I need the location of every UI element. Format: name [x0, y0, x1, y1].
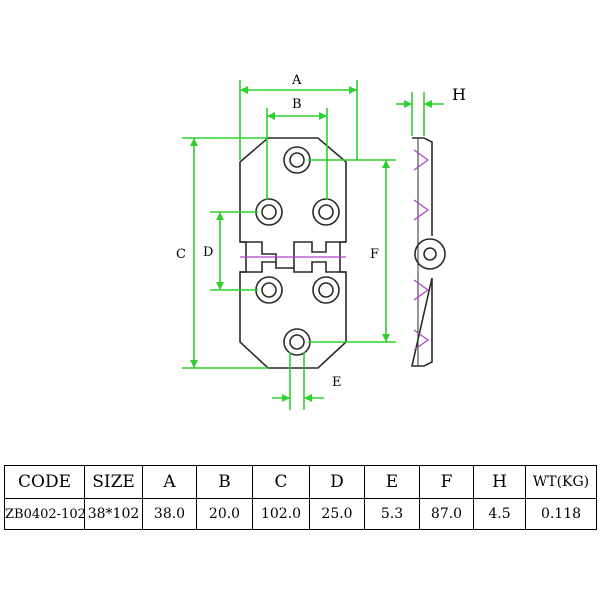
screw-hole-upper-right: [312, 198, 340, 226]
dimension-c: [182, 137, 268, 369]
header-weight: WT(KG): [525, 465, 597, 499]
hinge-knuckle-band: [240, 241, 346, 273]
cell-e: 5.3: [364, 498, 420, 530]
screw-hole-bottom: [283, 328, 311, 356]
dimension-label-a: A: [291, 73, 302, 88]
table-row: ZB0402-102 38*102 38.0 20.0 102.0 25.0 5…: [4, 498, 597, 530]
dimension-label-c: C: [176, 247, 186, 262]
cell-weight: 0.118: [525, 498, 597, 530]
spec-table: CODE SIZE A B C D E F H WT(KG) ZB0402-10…: [4, 465, 597, 530]
screw-hole-lower-left: [255, 276, 283, 304]
header-b: B: [196, 465, 253, 499]
header-h: H: [473, 465, 526, 499]
dimension-h: [396, 92, 444, 136]
table-header-row: CODE SIZE A B C D E F H WT(KG): [4, 465, 597, 499]
dimension-label-h: H: [452, 85, 466, 104]
hinge-pin-circle: [414, 238, 446, 270]
cell-code: ZB0402-102: [4, 498, 85, 530]
header-code: CODE: [4, 465, 85, 499]
hinge-front-view: [239, 137, 347, 369]
screw-hole-lower-right: [312, 276, 340, 304]
dimension-label-f: F: [370, 247, 379, 262]
dimension-b: [266, 108, 328, 200]
header-c: C: [252, 465, 310, 499]
cell-a: 38.0: [142, 498, 197, 530]
cell-d: 25.0: [309, 498, 365, 530]
dimension-e: [272, 352, 324, 410]
dimension-f: [308, 159, 396, 343]
screw-hole-top: [283, 146, 311, 174]
header-e: E: [364, 465, 420, 499]
dimension-lines: [182, 80, 444, 410]
header-a: A: [142, 465, 197, 499]
cell-size: 38*102: [84, 498, 143, 530]
dimension-d: [210, 211, 258, 291]
cell-b: 20.0: [196, 498, 253, 530]
dimension-label-b: B: [292, 97, 302, 112]
cell-f: 87.0: [419, 498, 474, 530]
header-size: SIZE: [84, 465, 143, 499]
dimension-label-d: D: [203, 245, 213, 260]
countersink-marks: [413, 149, 430, 351]
cell-c: 102.0: [252, 498, 310, 530]
screw-hole-upper-left: [255, 198, 283, 226]
hinge-technical-drawing: A B C D E F H: [176, 73, 466, 410]
hinge-side-view: [410, 137, 446, 367]
header-d: D: [309, 465, 365, 499]
header-f: F: [419, 465, 474, 499]
dimension-label-e: E: [332, 375, 342, 390]
cell-h: 4.5: [473, 498, 526, 530]
dimension-a: [239, 80, 358, 160]
